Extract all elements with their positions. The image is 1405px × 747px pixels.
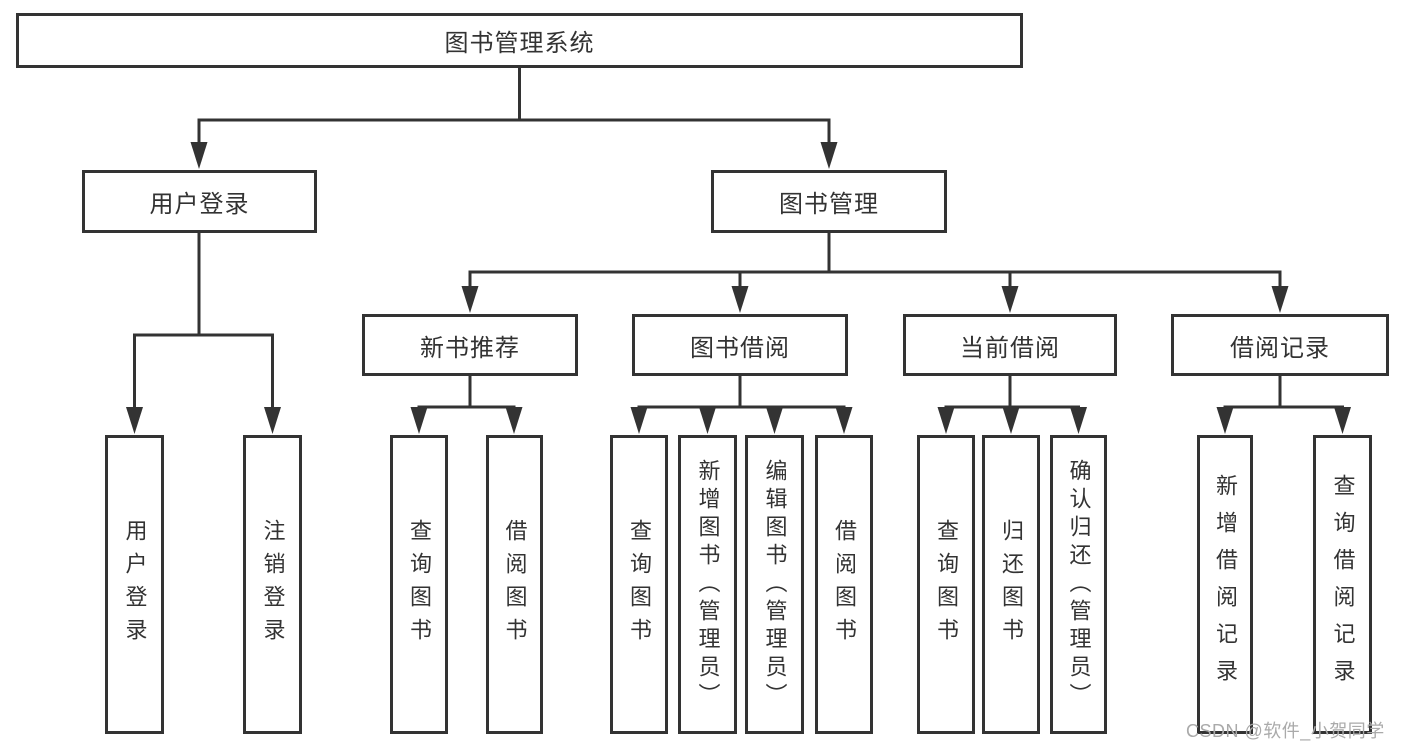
leaf-borrow-books-borrowing-label: 借阅图书: [832, 518, 857, 651]
watermark: CSDN @软件_小贺同学: [1186, 721, 1385, 741]
node-borrowing-records: 借阅记录: [1171, 314, 1389, 376]
leaf-confirm-return-admin-label: 确认归还（管理员）: [1066, 458, 1092, 711]
leaf-user-login-label: 用户登录: [122, 518, 148, 651]
leaf-logout-label: 注销登录: [260, 518, 286, 651]
node-new-book-recommend: 新书推荐: [362, 314, 578, 376]
leaf-query-books-current: 查询图书: [917, 435, 975, 734]
node-root-label: 图书管理系统: [444, 30, 595, 57]
leaf-query-books-current-label: 查询图书: [934, 518, 959, 651]
node-root: 图书管理系统: [16, 13, 1023, 68]
leaf-return-books-label: 归还图书: [999, 518, 1024, 651]
node-user-login: 用户登录: [82, 170, 317, 233]
leaf-query-books-recommend: 查询图书: [390, 435, 448, 734]
leaf-borrow-books-borrowing: 借阅图书: [815, 435, 873, 734]
leaf-query-borrow-record: 查询借阅记录: [1313, 435, 1372, 734]
node-book-management: 图书管理: [711, 170, 947, 233]
leaf-query-books-borrowing-label: 查询图书: [627, 518, 652, 651]
leaf-logout: 注销登录: [243, 435, 302, 734]
leaf-user-login: 用户登录: [105, 435, 164, 734]
node-current-borrowing: 当前借阅: [903, 314, 1117, 376]
leaf-query-books-recommend-label: 查询图书: [407, 518, 432, 651]
leaf-return-books: 归还图书: [982, 435, 1040, 734]
node-book-borrowing-label: 图书借阅: [690, 334, 790, 362]
node-borrowing-records-label: 借阅记录: [1230, 334, 1330, 362]
node-user-login-label: 用户登录: [149, 191, 250, 218]
leaf-borrow-books-recommend-label: 借阅图书: [502, 518, 528, 651]
leaf-edit-books-admin: 编辑图书（管理员）: [745, 435, 804, 734]
node-book-borrowing: 图书借阅: [632, 314, 848, 376]
leaf-query-books-borrowing: 查询图书: [610, 435, 668, 734]
node-book-management-label: 图书管理: [779, 191, 879, 218]
leaf-add-books-admin: 新增图书（管理员）: [678, 435, 737, 734]
leaf-add-books-admin-label: 新增图书（管理员）: [695, 458, 721, 711]
leaf-confirm-return-admin: 确认归还（管理员）: [1050, 435, 1107, 734]
node-current-borrowing-label: 当前借阅: [960, 334, 1060, 362]
leaf-edit-books-admin-label: 编辑图书（管理员）: [762, 458, 788, 711]
leaf-borrow-books-recommend: 借阅图书: [486, 435, 543, 734]
leaf-query-borrow-record-label: 查询借阅记录: [1330, 473, 1356, 696]
node-new-book-recommend-label: 新书推荐: [420, 334, 520, 362]
leaf-add-borrow-record: 新增借阅记录: [1197, 435, 1253, 734]
leaf-add-borrow-record-label: 新增借阅记录: [1213, 473, 1238, 696]
